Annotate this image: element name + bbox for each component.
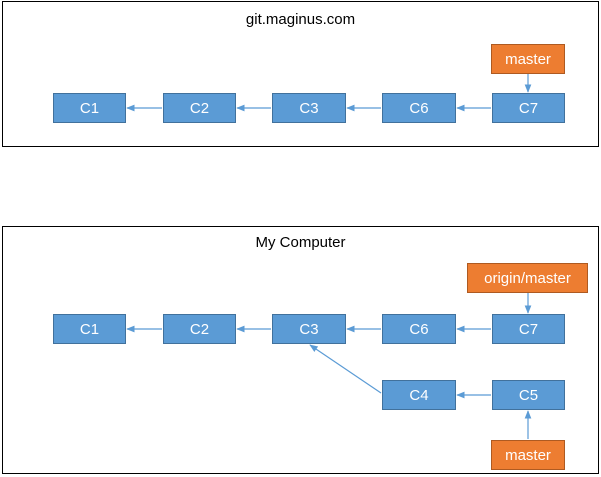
remote-commit-c1[interactable]: C1 — [53, 93, 126, 123]
local-commit-c4[interactable]: C4 — [382, 380, 456, 410]
local-branch-origin-master[interactable]: origin/master — [467, 263, 588, 293]
remote-branch-master[interactable]: master — [491, 44, 565, 74]
remote-commit-c3[interactable]: C3 — [272, 93, 346, 123]
local-repo-title: My Computer — [255, 234, 346, 251]
remote-commit-c6[interactable]: C6 — [382, 93, 456, 123]
local-commit-c5[interactable]: C5 — [492, 380, 565, 410]
remote-commit-c2[interactable]: C2 — [163, 93, 236, 123]
local-commit-c6[interactable]: C6 — [382, 314, 456, 344]
remote-repo-panel: git.maginus.com — [2, 1, 599, 147]
remote-commit-c7[interactable]: C7 — [492, 93, 565, 123]
local-commit-c1[interactable]: C1 — [53, 314, 126, 344]
remote-repo-title: git.maginus.com — [245, 11, 356, 28]
local-commit-c2[interactable]: C2 — [163, 314, 236, 344]
local-commit-c7[interactable]: C7 — [492, 314, 565, 344]
local-branch-master[interactable]: master — [491, 440, 565, 470]
local-commit-c3[interactable]: C3 — [272, 314, 346, 344]
